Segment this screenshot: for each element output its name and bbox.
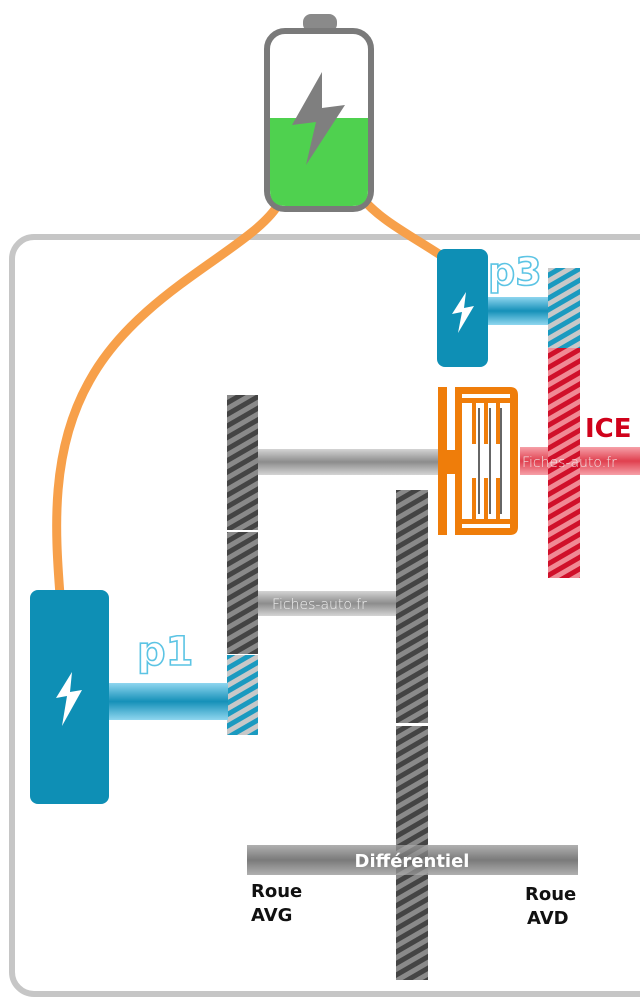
gear-secondary-top (396, 490, 428, 723)
ice-gear (548, 348, 580, 578)
p3-shaft (486, 297, 550, 325)
p3-label: p3 (488, 250, 542, 294)
cable-battery-p1 (52, 202, 282, 596)
wheel-right-label: Roue (525, 884, 576, 905)
p3-gear (548, 268, 580, 348)
gear-primary-top (227, 395, 258, 530)
intermediate-shaft (258, 591, 398, 616)
lightning-icon (56, 672, 82, 726)
wheel-left-label: Roue (251, 881, 302, 902)
battery-charge-level (270, 118, 368, 206)
wheel-right-label: AVD (527, 908, 569, 929)
p1-label: p1 (137, 629, 193, 675)
vehicle-frame (9, 234, 640, 997)
p1-shaft (106, 683, 228, 720)
lightning-icon (452, 292, 474, 333)
gear-primary-middle (227, 532, 258, 654)
clutch (438, 387, 518, 535)
watermark: Fiches-auto.fr (272, 597, 367, 613)
input-shaft (258, 449, 440, 475)
watermark: Fiches-auto.fr (522, 455, 617, 471)
ice-label: ICE (585, 414, 632, 444)
differential-label: Différentiel (355, 851, 470, 872)
lightning-icon (292, 72, 345, 165)
p1-gear (227, 655, 258, 735)
battery (264, 14, 374, 212)
cable-battery-p3 (358, 195, 448, 262)
wheel-left-label: AVG (251, 905, 292, 926)
